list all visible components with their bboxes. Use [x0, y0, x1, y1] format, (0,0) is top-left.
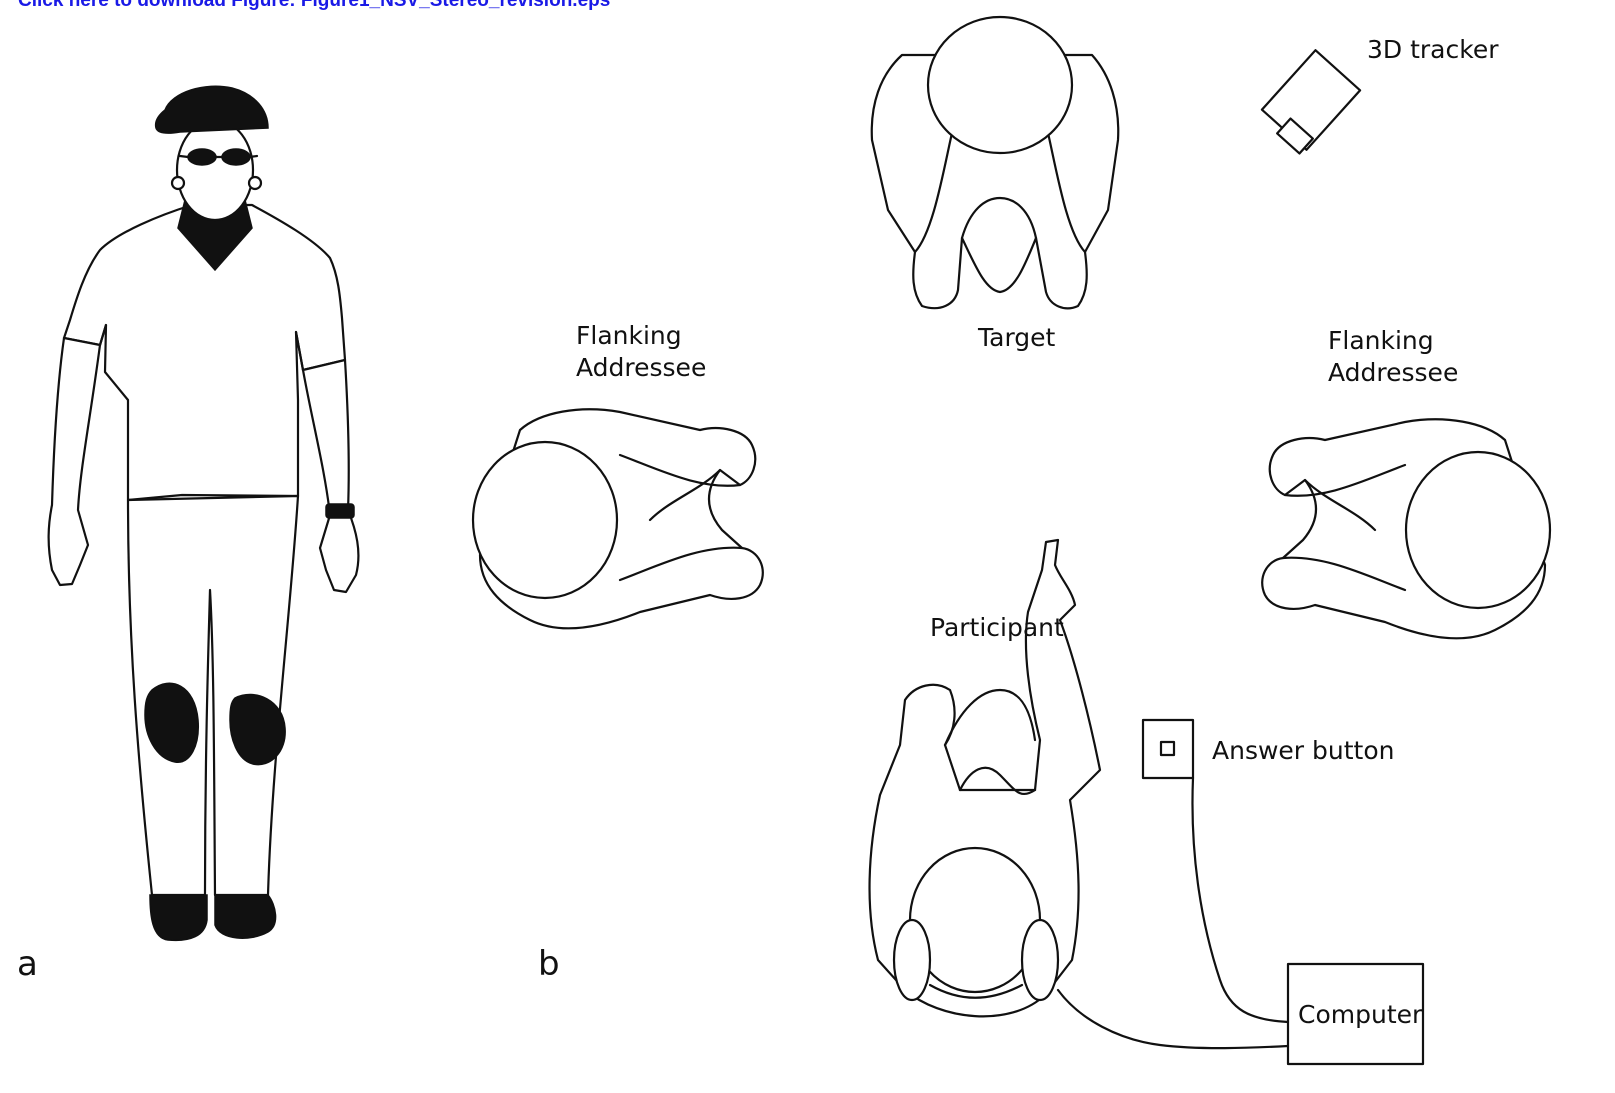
left-ear: [172, 177, 184, 189]
right-shoe: [215, 895, 276, 938]
panel-a-letter: a: [17, 944, 38, 984]
person-head: [177, 120, 253, 220]
answer-button-key: [1161, 742, 1174, 755]
target-person-topdown: [872, 17, 1119, 308]
headset-cable: [1058, 990, 1288, 1048]
panel-a-person-figure: [49, 86, 359, 940]
label-flanking-right-line2: Addressee: [1328, 358, 1458, 387]
right-lens: [222, 149, 250, 165]
button-cable: [1192, 778, 1288, 1022]
download-figure-link[interactable]: Click here to download Figure: Figure1_N…: [18, 0, 610, 10]
left-shoe: [150, 895, 207, 940]
label-flanking-left-line1: Flanking: [576, 321, 682, 350]
label-flanking-right-line1: Flanking: [1328, 326, 1434, 355]
label-participant: Participant: [930, 613, 1064, 642]
label-answer-button: Answer button: [1212, 736, 1394, 765]
panel-b-letter: b: [538, 944, 560, 984]
right-flanking-addressee-topdown: [1262, 419, 1550, 638]
label-target: Target: [977, 323, 1056, 352]
label-flanking-left-line2: Addressee: [576, 353, 706, 382]
person-cap: [156, 86, 268, 133]
right-ear: [249, 177, 261, 189]
label-computer: Computer: [1298, 1000, 1423, 1029]
left-flanking-addressee-topdown: [473, 409, 763, 628]
3d-tracker-device: [1262, 50, 1360, 153]
participant-topdown: [870, 540, 1100, 1016]
left-lens: [188, 149, 216, 165]
person-right-arm: [303, 360, 358, 592]
wrist-marker: [326, 504, 354, 518]
label-3d-tracker: 3D tracker: [1367, 35, 1499, 64]
person-left-arm: [49, 338, 100, 585]
